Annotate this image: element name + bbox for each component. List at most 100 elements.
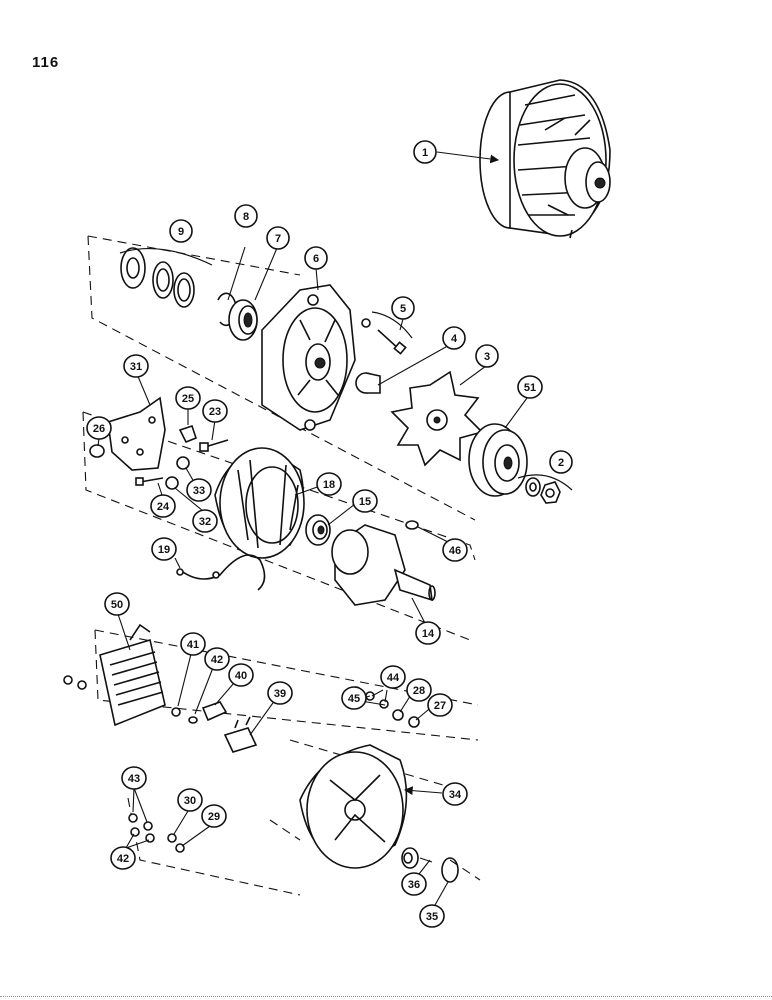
seal-ring-set	[120, 247, 195, 308]
callout-19: 19	[151, 537, 177, 561]
end-frame-hardware	[128, 813, 185, 853]
rectifier-bracket	[107, 396, 166, 471]
pulley-nut-washer	[525, 477, 561, 504]
cooling-fan	[390, 370, 484, 467]
callout-34: 34	[442, 782, 468, 806]
svg-text:36: 36	[408, 879, 420, 891]
svg-text:1: 1	[422, 147, 428, 159]
terminal-connector	[223, 716, 258, 753]
svg-text:15: 15	[359, 496, 371, 508]
callout-14: 14	[415, 621, 441, 645]
svg-text:30: 30	[184, 795, 196, 807]
svg-text:26: 26	[93, 423, 105, 435]
svg-text:18: 18	[323, 479, 335, 491]
svg-text:19: 19	[158, 544, 170, 556]
page-number: 116	[32, 54, 60, 71]
svg-text:41: 41	[187, 639, 199, 651]
callout-9: 9	[169, 219, 193, 243]
svg-text:34: 34	[449, 789, 462, 801]
callout-31: 31	[123, 354, 149, 378]
callout-33: 33	[186, 478, 212, 502]
svg-text:35: 35	[426, 911, 438, 923]
through-bolt	[361, 318, 407, 355]
svg-text:43: 43	[128, 773, 140, 785]
svg-text:50: 50	[111, 599, 123, 611]
drive-end-frame	[261, 284, 356, 431]
callout-6: 6	[304, 246, 328, 270]
svg-text:7: 7	[275, 233, 281, 245]
svg-text:24: 24	[157, 501, 170, 513]
alternator-assembly	[479, 79, 611, 239]
svg-text:25: 25	[182, 393, 194, 405]
callout-2: 2	[549, 450, 573, 474]
drive-pulley	[468, 423, 528, 497]
svg-text:27: 27	[434, 700, 446, 712]
svg-text:44: 44	[387, 672, 400, 684]
footer-rule	[0, 996, 772, 999]
callout-42-lower: 42	[110, 846, 136, 870]
callout-50: 50	[104, 592, 130, 616]
svg-text:32: 32	[199, 516, 211, 528]
callout-labels: 1 9 8 7 6 5 4 3 51 2 31 25 23 26 33 24 3…	[86, 140, 573, 928]
callout-7: 7	[266, 226, 290, 250]
callout-1: 1	[413, 140, 437, 164]
callout-27: 27	[427, 693, 453, 717]
callout-51: 51	[517, 375, 543, 399]
svg-text:42: 42	[117, 853, 129, 865]
callout-15: 15	[352, 489, 378, 513]
svg-text:33: 33	[193, 485, 205, 497]
spacer-sleeve	[355, 372, 381, 394]
callout-30: 30	[177, 788, 203, 812]
woodruff-key	[405, 520, 419, 530]
front-bearing	[228, 299, 258, 341]
svg-text:40: 40	[235, 670, 247, 682]
callout-35: 35	[419, 904, 445, 928]
callout-5: 5	[391, 296, 415, 320]
svg-text:39: 39	[274, 688, 286, 700]
svg-text:31: 31	[130, 361, 142, 373]
svg-text:9: 9	[178, 226, 184, 238]
callout-46: 46	[442, 538, 468, 562]
svg-text:8: 8	[243, 211, 249, 223]
voltage-regulator	[63, 623, 166, 727]
svg-text:46: 46	[449, 545, 461, 557]
callout-39: 39	[267, 681, 293, 705]
callout-40: 40	[228, 663, 254, 687]
callout-8: 8	[234, 204, 258, 228]
svg-text:29: 29	[208, 811, 220, 823]
callout-42-upper: 42	[204, 647, 230, 671]
callout-41: 41	[180, 632, 206, 656]
svg-text:2: 2	[558, 457, 564, 469]
callout-43: 43	[121, 766, 147, 790]
stator-lead-wire	[179, 554, 266, 591]
rear-bearing	[305, 514, 331, 546]
svg-text:23: 23	[209, 406, 221, 418]
svg-text:4: 4	[451, 333, 458, 345]
stator	[214, 447, 305, 559]
svg-text:14: 14	[422, 628, 435, 640]
svg-text:51: 51	[524, 382, 536, 394]
rotor	[331, 524, 436, 606]
callout-44: 44	[380, 665, 406, 689]
grouping-brackets	[119, 248, 573, 491]
callout-3: 3	[475, 344, 499, 368]
svg-text:28: 28	[413, 685, 425, 697]
callout-25: 25	[175, 386, 201, 410]
end-bearing-and-oring	[401, 847, 459, 883]
stator-hardware	[89, 424, 229, 490]
svg-text:6: 6	[313, 253, 319, 265]
callout-28: 28	[406, 678, 432, 702]
callout-18: 18	[316, 472, 342, 496]
callout-32: 32	[192, 509, 218, 533]
svg-text:42: 42	[211, 654, 223, 666]
svg-text:5: 5	[400, 303, 406, 315]
callout-29: 29	[201, 804, 227, 828]
callout-24: 24	[150, 494, 176, 518]
callout-36: 36	[401, 872, 427, 896]
callout-4: 4	[442, 326, 466, 350]
slip-ring-end-frame	[299, 744, 408, 869]
callout-23: 23	[202, 399, 228, 423]
svg-text:45: 45	[348, 693, 360, 705]
svg-text:3: 3	[484, 351, 490, 363]
